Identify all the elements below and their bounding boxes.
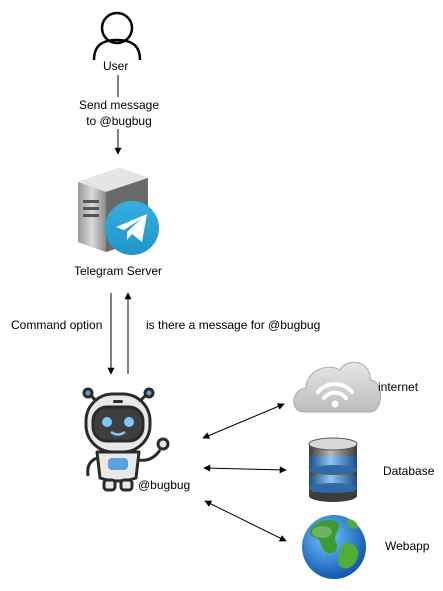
user-label: User bbox=[103, 59, 129, 73]
edge-bot-database bbox=[203, 464, 287, 474]
telegram-icon bbox=[105, 201, 159, 255]
globe-icon bbox=[302, 515, 366, 579]
database-label: Database bbox=[383, 464, 435, 478]
edge-label-send-message: Send message to @bugbug bbox=[75, 97, 163, 129]
edge-label-is-there-message: is there a message for @bugbug bbox=[146, 318, 321, 332]
robot-icon bbox=[82, 387, 170, 492]
edge-bot-webapp bbox=[204, 500, 287, 542]
cloud-icon bbox=[293, 361, 381, 413]
edge-bot-internet bbox=[202, 403, 285, 439]
database-icon bbox=[308, 437, 358, 502]
bot-label: @bugbug bbox=[138, 478, 191, 492]
webapp-label: Webapp bbox=[385, 539, 430, 553]
server-label: Telegram Server bbox=[74, 264, 163, 278]
user-icon bbox=[92, 11, 142, 61]
edge-label-command-option: Command option bbox=[11, 318, 103, 332]
internet-label: internet bbox=[378, 380, 419, 394]
edge-label-line1: Send message bbox=[78, 98, 160, 112]
edge-label-line2: to @bugbug bbox=[86, 114, 152, 128]
